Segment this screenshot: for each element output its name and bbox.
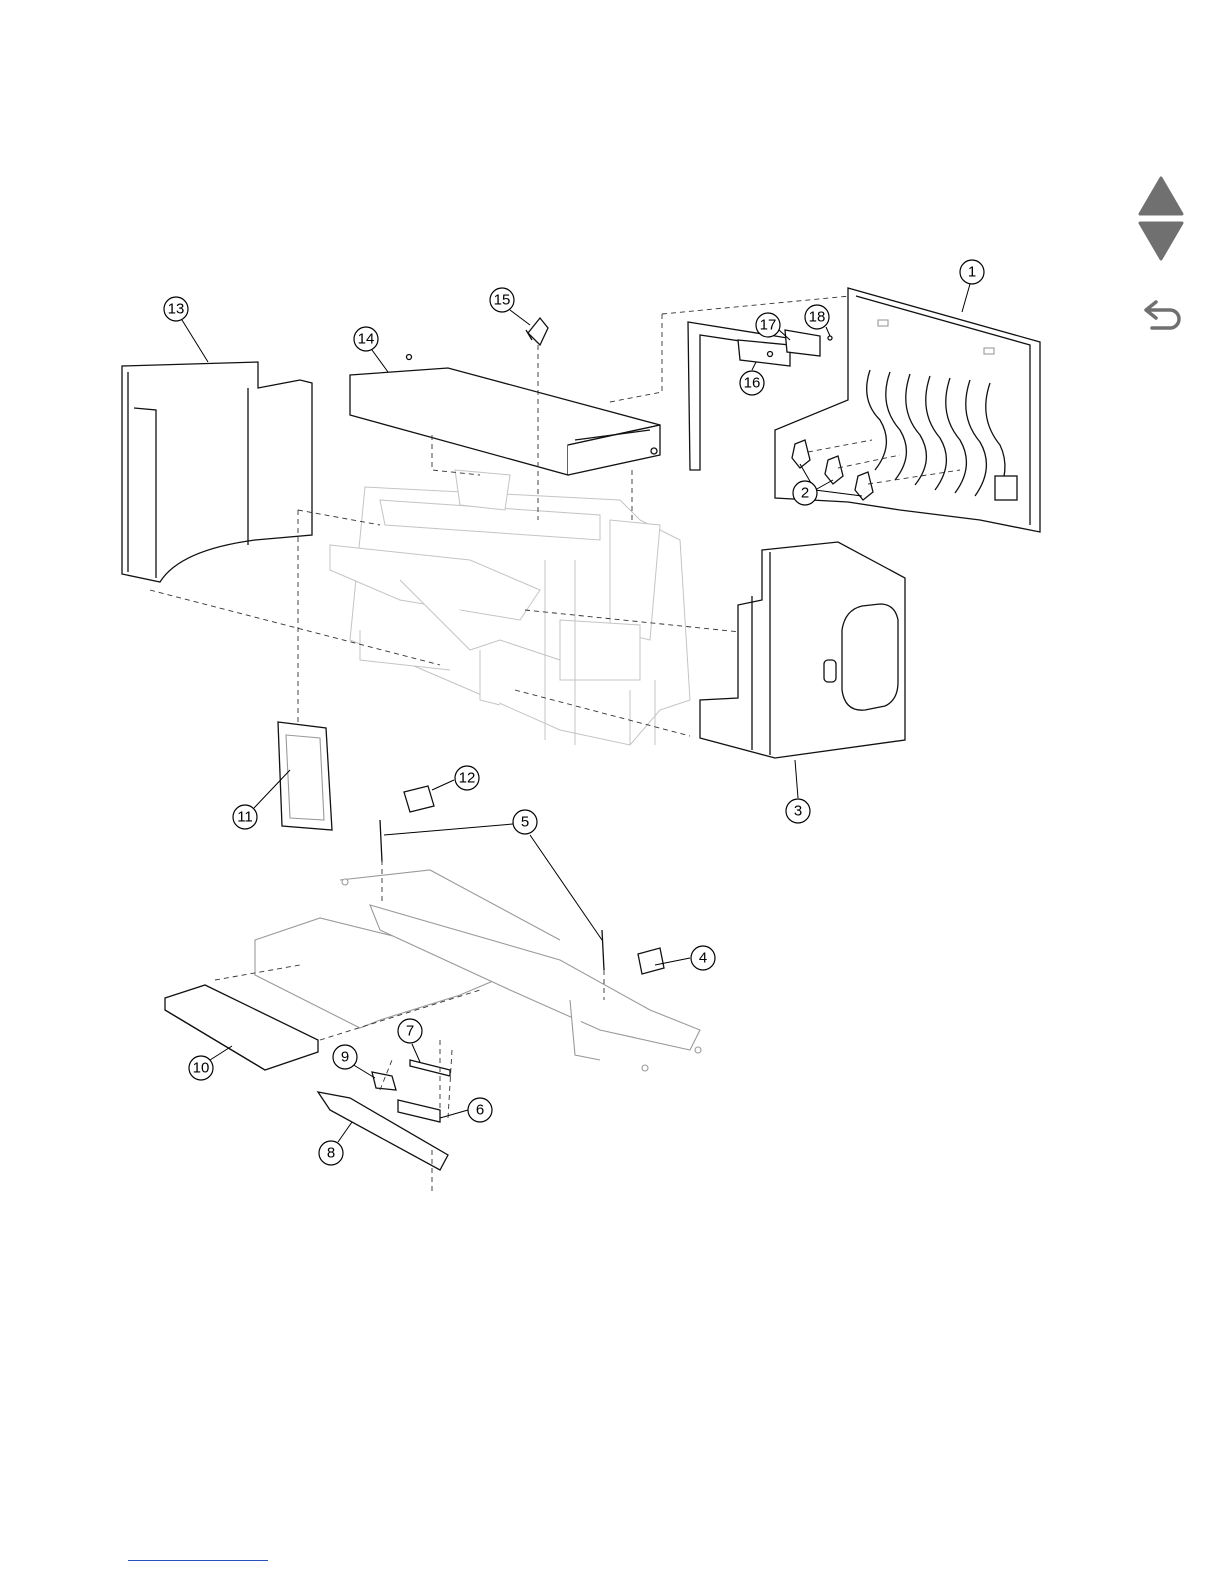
callout-16: 16 xyxy=(740,362,764,395)
part-12-small-part xyxy=(404,786,434,812)
callout-label: 10 xyxy=(193,1060,210,1077)
callout-label: 2 xyxy=(801,485,809,502)
part-13-left-cover xyxy=(122,362,312,582)
callout-1: 1 xyxy=(960,260,984,312)
callout-label: 8 xyxy=(327,1145,335,1162)
callout-label: 18 xyxy=(809,309,826,326)
lower-tray-assembly xyxy=(255,870,701,1071)
callout-label: 1 xyxy=(968,264,976,281)
callout-7: 7 xyxy=(398,1019,422,1062)
callout-label: 3 xyxy=(794,803,802,820)
callout-label: 14 xyxy=(358,331,375,348)
callout-14: 14 xyxy=(354,327,388,372)
callout-10: 10 xyxy=(189,1046,232,1080)
part-6-sensor xyxy=(398,1100,440,1122)
callout-label: 15 xyxy=(494,292,511,309)
callout-label: 7 xyxy=(406,1023,414,1040)
callout-3: 3 xyxy=(786,760,810,823)
part-3-front-cover xyxy=(700,542,905,758)
callout-12: 12 xyxy=(432,766,479,790)
part-7-bracket xyxy=(410,1060,450,1076)
part-4-tag xyxy=(638,948,664,974)
frame-assembly xyxy=(330,470,690,745)
callout-label: 12 xyxy=(459,770,476,787)
callout-15: 15 xyxy=(490,288,530,325)
callout-18: 18 xyxy=(805,305,830,336)
part-10-tray-extension xyxy=(165,985,318,1070)
callout-6: 6 xyxy=(440,1098,492,1122)
part-15-bracket xyxy=(526,318,548,345)
callout-label: 9 xyxy=(341,1049,349,1066)
callout-13: 13 xyxy=(164,297,208,362)
part-11-label-plate xyxy=(278,722,332,830)
callout-label: 11 xyxy=(237,809,253,826)
callout-label: 6 xyxy=(476,1102,484,1119)
callout-label: 16 xyxy=(744,375,761,392)
callout-label: 17 xyxy=(760,317,777,334)
callout-label: 5 xyxy=(521,814,529,831)
part-14-top-cover xyxy=(350,355,660,476)
callout-label: 13 xyxy=(168,301,185,318)
callout-8: 8 xyxy=(319,1122,352,1165)
callout-label: 4 xyxy=(699,950,707,967)
callout-9: 9 xyxy=(333,1045,375,1078)
